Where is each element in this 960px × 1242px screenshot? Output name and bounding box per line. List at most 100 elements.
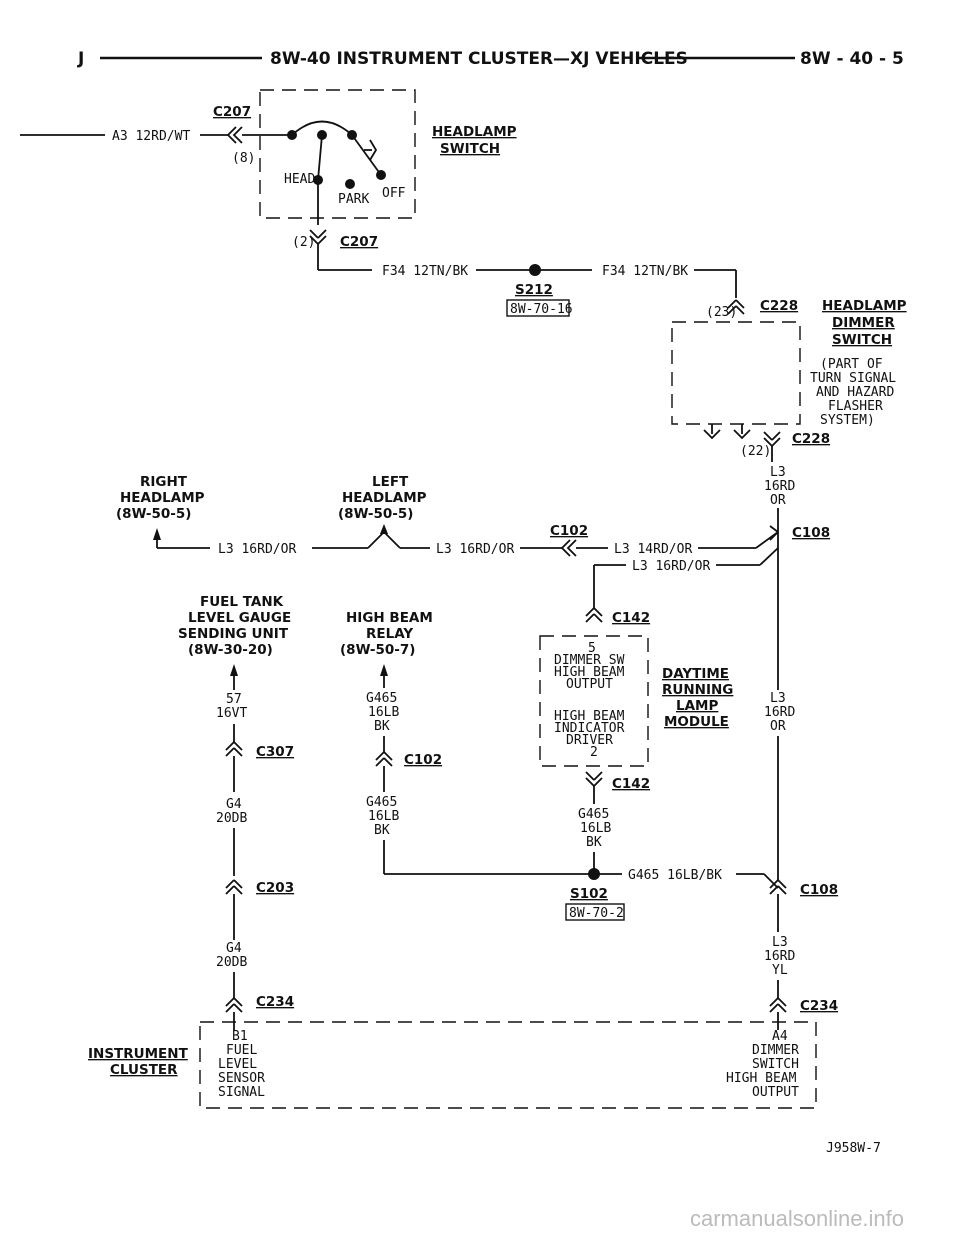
headlamp-switch-label-2: SWITCH	[440, 141, 500, 157]
cluster-box	[199, 1021, 817, 1109]
cluster-a4-4: HIGH BEAM	[726, 1071, 797, 1086]
switch-arc	[291, 120, 353, 136]
fuel-wire1-a: 57	[226, 692, 242, 707]
fuel-wire1-b: 16VT	[216, 706, 247, 721]
l3-dimmer-1: L3	[770, 465, 786, 480]
instrument-cluster: INSTRUMENT CLUSTER B1 FUEL LEVEL SENSOR …	[88, 1021, 817, 1109]
drl-pin2-1: HIGH BEAM	[554, 709, 625, 724]
l3-right-branch: L3 16RD OR C108 L3 16RD YL C234	[764, 570, 838, 1030]
dimmer-note-3: AND HAZARD	[816, 385, 894, 400]
drl-label-1: DAYTIME	[662, 666, 729, 682]
drl-pin2-2: INDICATOR	[554, 721, 625, 736]
drl-module: C142 5 DIMMER SW HIGH BEAM OUTPUT HIGH B…	[539, 602, 779, 921]
c207-bottom-label: C207	[340, 234, 378, 250]
hbr-label-1: HIGH BEAM	[346, 610, 433, 626]
s212-splice-dot	[529, 264, 541, 276]
fuel-wire3-b: 20DB	[216, 955, 247, 970]
headlamp-switch-label-1: HEADLAMP	[432, 124, 517, 140]
dimmer-note-1: (PART OF	[820, 357, 883, 372]
pin8-label: (8)	[232, 151, 255, 166]
s102-label: S102	[570, 886, 608, 902]
right-headlamp-3: (8W-50-5)	[116, 506, 191, 522]
c203-label: C203	[256, 880, 294, 896]
c108-lower-label: C108	[800, 882, 838, 898]
l3-14rd-wire: L3 14RD/OR	[614, 542, 692, 557]
dimmer-note-2: TURN SIGNAL	[810, 371, 896, 386]
drl-wire-a: G465	[578, 807, 609, 822]
fuel-wire2-b: 20DB	[216, 811, 247, 826]
cluster-a4-2: DIMMER	[752, 1043, 799, 1058]
cluster-label-2: CLUSTER	[110, 1062, 178, 1078]
pin2-label: (2)	[292, 235, 315, 250]
headlamp-switch: C207 A3 12RD/WT (8) HEAD PARK OFF HEADLA…	[20, 89, 517, 270]
hbr-wire1-b: 16LB	[368, 705, 399, 720]
park-label: PARK	[338, 192, 369, 207]
hbr-wire2-a: G465	[366, 795, 397, 810]
c228-pin23: (23)	[706, 305, 737, 320]
c207-top-label: C207	[213, 104, 251, 120]
a3-wire-label: A3 12RD/WT	[112, 129, 190, 144]
dimmer-note-4: FLASHER	[828, 399, 883, 414]
drl-pin5-3: HIGH BEAM	[554, 665, 625, 680]
fuel-label-2: LEVEL GAUGE	[188, 610, 291, 626]
cluster-b1-5: SIGNAL	[218, 1085, 265, 1100]
drl-pin2-3: DRIVER	[566, 733, 613, 748]
c108-wire-3: YL	[772, 963, 788, 978]
fuel-wire3-a: G4	[226, 941, 242, 956]
drl-pin5-4: OUTPUT	[566, 677, 613, 692]
l3-right-3: OR	[770, 719, 786, 734]
drl-pin5-2: DIMMER SW	[554, 653, 625, 668]
dimmer-label-2: DIMMER	[832, 315, 895, 331]
c102-l3-label: C102	[550, 523, 588, 539]
c307-label: C307	[256, 744, 294, 760]
cluster-b1-4: SENSOR	[218, 1071, 265, 1086]
cluster-b1-2: FUEL	[226, 1043, 257, 1058]
left-headlamp-junction	[367, 530, 401, 549]
c102-l3-connector	[560, 539, 577, 557]
l3-right-2: 16RD	[764, 705, 795, 720]
left-headlamp-3: (8W-50-5)	[338, 506, 413, 522]
off-label: OFF	[382, 186, 406, 201]
watermark-text: carmanualsonline.info	[690, 1206, 904, 1231]
l3-dimmer-2: 16RD	[764, 479, 795, 494]
cluster-a4-3: SWITCH	[752, 1057, 799, 1072]
c142-bottom-label: C142	[612, 776, 650, 792]
c207-pin8-connector	[226, 126, 243, 144]
left-headlamp-2: HEADLAMP	[342, 490, 427, 506]
l3-right-headlamp-wire: L3 16RD/OR	[218, 542, 296, 557]
hbr-wire2-b: 16LB	[368, 809, 399, 824]
drl-pin2-4: 2	[590, 745, 598, 760]
hbr-wire1-a: G465	[366, 691, 397, 706]
dimmer-label-1: HEADLAMP	[822, 298, 907, 314]
drl-wire-b: 16LB	[580, 821, 611, 836]
c228-pin22: (22)	[740, 444, 771, 459]
hbr-wire2-c: BK	[374, 823, 390, 838]
right-headlamp-2: HEADLAMP	[120, 490, 205, 506]
c108-wire-1: L3	[772, 935, 788, 950]
dimmer-note-5: SYSTEM)	[820, 413, 875, 428]
header-title: 8W-40 INSTRUMENT CLUSTER—XJ VEHICLES	[270, 49, 688, 69]
hbr-label-3: (8W-50-7)	[340, 642, 415, 658]
right-headlamp-1: RIGHT	[140, 474, 188, 490]
l3-right-1: L3	[770, 691, 786, 706]
c102-hbr-label: C102	[404, 752, 442, 768]
head-label: HEAD	[284, 172, 315, 187]
dimmer-label-3: SWITCH	[832, 332, 892, 348]
figure-id: J958W-7	[826, 1141, 881, 1156]
drl-module-box	[539, 635, 649, 767]
s102-wire-label: G465 16LB/BK	[628, 868, 722, 883]
f34-right-label: F34 12TN/BK	[602, 264, 688, 279]
hbr-wire1-c: BK	[374, 719, 390, 734]
l3-16rd-to-drl: L3 16RD/OR	[632, 559, 710, 574]
s102-ref: 8W-70-2	[569, 906, 624, 921]
dimmer-switch-box	[671, 321, 801, 425]
drl-label-4: MODULE	[664, 714, 729, 730]
fuel-label-4: (8W-30-20)	[188, 642, 273, 658]
headlamp-dimmer-switch: (23) C228 HEADLAMP DIMMER SWITCH (PART O…	[671, 298, 907, 532]
drl-label-2: RUNNING	[662, 682, 733, 698]
drl-wire-c: BK	[586, 835, 602, 850]
hbr-label-2: RELAY	[366, 626, 413, 642]
drl-label-3: LAMP	[676, 698, 718, 714]
page-header: J 8W-40 INSTRUMENT CLUSTER—XJ VEHICLES 8…	[77, 49, 904, 69]
